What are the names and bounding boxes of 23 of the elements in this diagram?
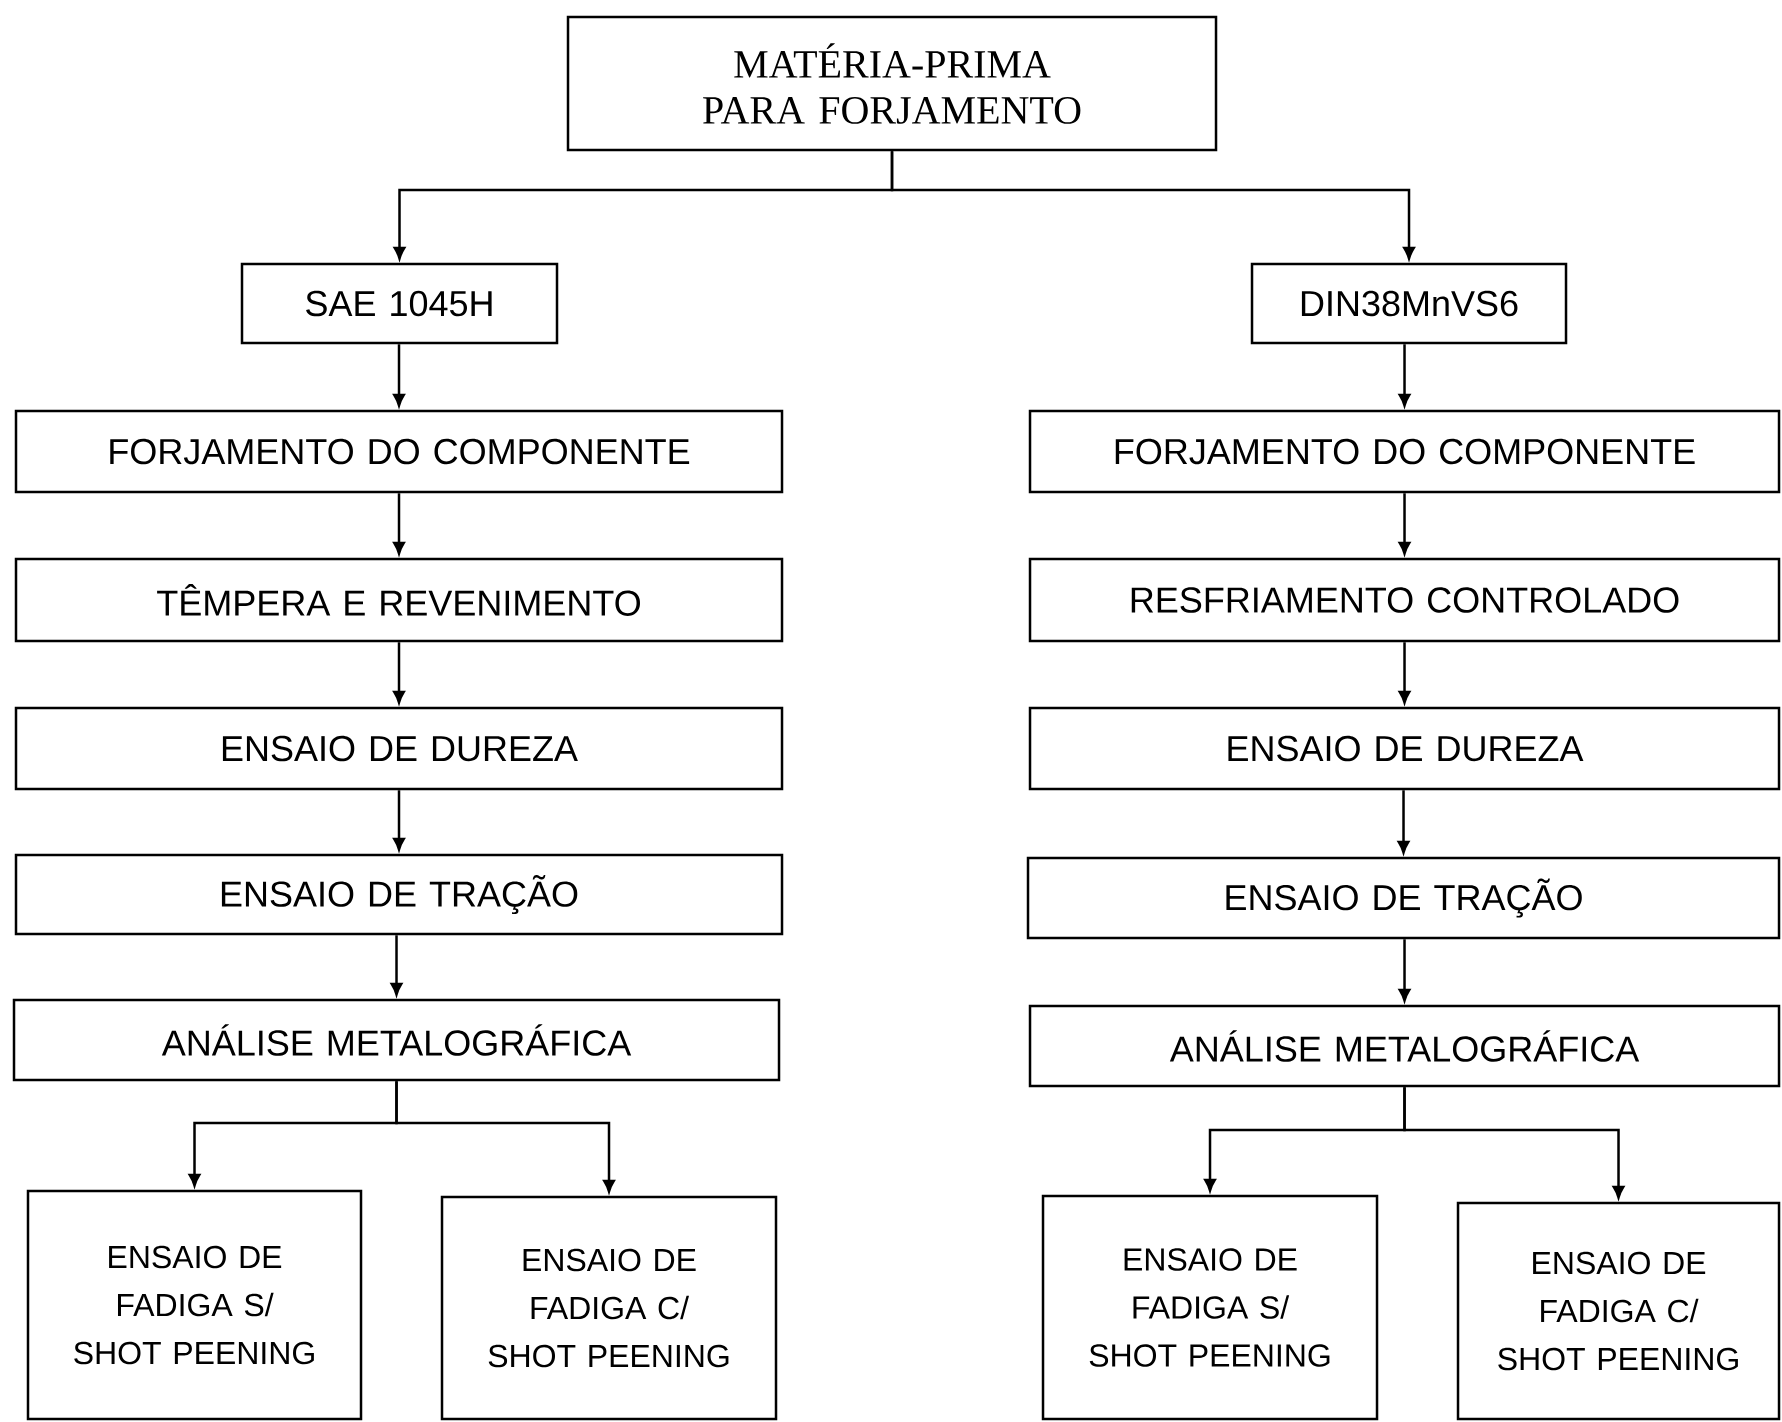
process-box: ENSAIO DE DUREZA — [14, 706, 784, 791]
process-box: SAE 1045H — [240, 262, 559, 345]
process-box: ENSAIO DE FADIGA C/ SHOT PEENING — [1456, 1201, 1781, 1421]
process-box: DIN38MnVS6 — [1250, 262, 1568, 345]
arrow — [393, 790, 405, 851]
process-box: RESFRIAMENTO CONTROLADO — [1028, 557, 1781, 643]
arrow — [393, 493, 405, 555]
arrow — [890, 151, 1415, 260]
arrow — [393, 642, 405, 704]
process-box: ENSAIO DE FADIGA S/ SHOT PEENING — [1041, 1194, 1379, 1421]
process-box: ENSAIO DE FADIGA S/ SHOT PEENING — [26, 1189, 363, 1421]
process-box: ENSAIO DE FADIGA C/ SHOT PEENING — [440, 1195, 778, 1421]
arrow — [395, 1081, 615, 1193]
process-box: ENSAIO DE TRAÇÃO — [1026, 856, 1781, 940]
process-box: ENSAIO DE TRAÇÃO — [14, 853, 784, 936]
process-box: FORJAMENTO DO COMPONENTE — [14, 409, 784, 494]
process-box: MATÉRIA-PRIMA PARA FORJAMENTO — [566, 15, 1218, 152]
process-box: ANÁLISE METALOGRÁFICA — [12, 998, 781, 1082]
arrow — [393, 344, 405, 407]
process-box: ENSAIO DE DUREZA — [1028, 706, 1781, 791]
process-box: FORJAMENTO DO COMPONENTE — [1028, 409, 1781, 494]
process-box: ANÁLISE METALOGRÁFICA — [1028, 1004, 1781, 1088]
process-box: TÊMPERA E REVENIMENTO — [14, 557, 784, 643]
